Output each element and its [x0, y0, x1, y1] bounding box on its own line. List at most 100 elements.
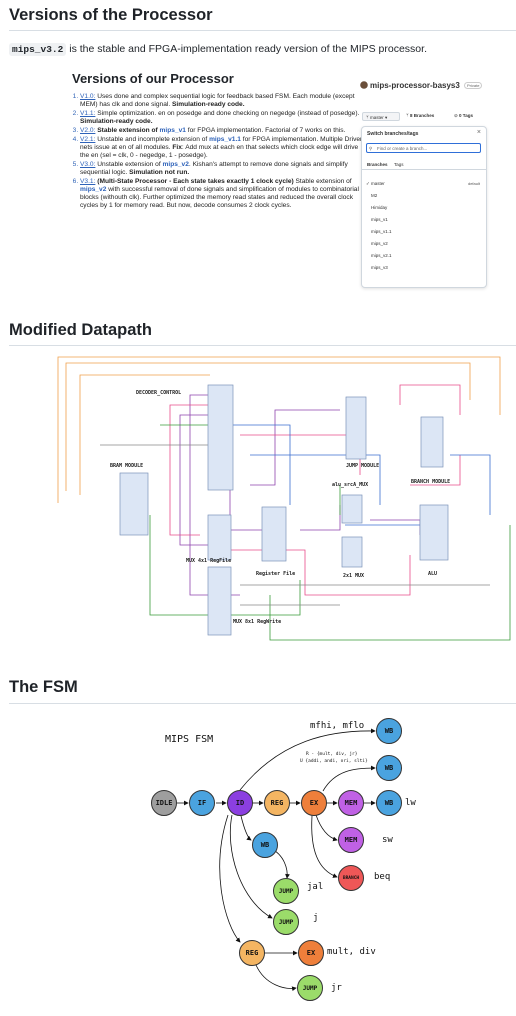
state-reg-mult: REG: [239, 940, 265, 966]
state-wb-mfhi: WB: [376, 718, 402, 744]
repo-name[interactable]: mips-processor-basys3: [370, 81, 460, 90]
heading-divider: [9, 703, 516, 704]
version-link[interactable]: V1.0:: [80, 93, 96, 100]
heading-divider: [9, 345, 516, 346]
tag-icon: ⊘: [454, 113, 460, 118]
state-wb-lw: WB: [376, 790, 402, 816]
version-item: V1.0: Uses done and complex sequential l…: [80, 93, 365, 109]
branch-item[interactable]: master: [371, 181, 385, 186]
repo-avatar-icon: [360, 81, 368, 89]
branch-item[interactable]: mips_v2.1: [371, 253, 392, 258]
branch-link[interactable]: mips_v1: [159, 126, 186, 134]
version-link[interactable]: V3.1:: [80, 177, 96, 185]
state-mem-sw: MEM: [338, 827, 364, 853]
intro-paragraph: mips_v3.2 is the stable and FPGA-impleme…: [9, 43, 427, 56]
branch-search-input[interactable]: ⚲Find or create a branch...: [366, 143, 481, 153]
tags-count[interactable]: ⊘ 0 Tags: [454, 113, 473, 118]
tab-branches[interactable]: Branches: [367, 162, 388, 167]
branch-select-button[interactable]: ᛘ master ▾: [362, 112, 400, 121]
decoder-label: DECODER_CONTROL: [136, 390, 182, 396]
branch-item[interactable]: mips_v3: [371, 265, 388, 270]
version-link[interactable]: V2.1:: [80, 135, 96, 143]
alu-block: [419, 504, 449, 561]
fsm-label-itype: U {addi, andi, ori, slti}: [300, 759, 368, 764]
fsm-label-jal: jal: [307, 882, 324, 892]
branch-tabs: Branches Tags: [362, 160, 486, 170]
mux8-label: MUX 8x1 RegWrite: [233, 619, 282, 625]
switch-title: Switch branches/tags: [367, 131, 419, 137]
version-item: V3.0: Unstable extension of mips_v2. Kis…: [80, 161, 365, 177]
alu-label: ALU: [428, 571, 438, 577]
regfile-block: [261, 506, 287, 562]
state-ex-mult: EX: [298, 940, 324, 966]
state-jump-j: JUMP: [273, 909, 299, 935]
fsm-label-sw: sw: [382, 835, 393, 845]
github-branch-panel: mips-processor-basys3 Private ᛘ master ▾…: [358, 77, 487, 289]
fsm-label-rtype: R - {mult, div, jr}: [306, 752, 358, 757]
datapath-heading: Modified Datapath: [9, 321, 152, 339]
version-code: mips_v3.2: [9, 43, 67, 56]
branch-link[interactable]: mips_v2: [80, 185, 107, 193]
versions-list: V1.0: Uses done and complex sequential l…: [66, 93, 365, 211]
state-wb-jal: WB: [252, 832, 278, 858]
jump-block: [345, 396, 367, 460]
versions-image-title: Versions of our Processor: [72, 71, 234, 86]
state-ex: EX: [301, 790, 327, 816]
heading-divider: [9, 30, 516, 31]
branch-link[interactable]: mips_v2: [162, 160, 189, 168]
jump-label: JUMP MODULE: [346, 463, 380, 469]
mux8-block: [207, 566, 232, 636]
mux4-block: [207, 514, 232, 561]
alu-src-block: [341, 494, 363, 524]
check-icon: ✓: [366, 181, 370, 186]
tab-tags[interactable]: Tags: [394, 162, 404, 167]
version-item: V2.0: Stable extension of mips_v1 for FP…: [80, 127, 365, 135]
alu-src-label: alu_srcA_MUX: [332, 482, 369, 488]
intro-text: is the stable and FPGA-implementation re…: [66, 43, 427, 55]
fsm-label-jr: jr: [331, 983, 342, 993]
branch-icon: ᛘ: [406, 113, 410, 118]
datapath-diagram: [57, 356, 511, 641]
branch-link[interactable]: mips_v1.1: [209, 135, 241, 143]
mux2-label: 2x1 MUX: [343, 573, 365, 579]
fsm-label-beq: beq: [374, 872, 391, 882]
fsm-label-j: j: [313, 913, 319, 923]
search-icon: ⚲: [369, 146, 373, 151]
branch-block: [420, 416, 444, 468]
mux4-label: MUX 4x1 RegFile: [186, 558, 232, 564]
fsm-title: MIPS FSM: [165, 734, 214, 745]
close-icon[interactable]: ×: [476, 129, 481, 136]
branch-dropdown: Switch branches/tags × ⚲Find or create a…: [361, 126, 487, 288]
state-jump-jr: JUMP: [297, 975, 323, 1001]
state-jump-jal: JUMP: [273, 878, 299, 904]
branch-item[interactable]: mips_v1.1: [371, 229, 392, 234]
regfile-label: Register File: [256, 571, 296, 577]
branch-item[interactable]: mips_v2: [371, 241, 388, 246]
branch-label: BRANCH MODULE: [411, 479, 451, 485]
branch-item[interactable]: M2: [371, 193, 378, 198]
branch-icon: ᛘ: [366, 115, 370, 120]
fsm-label-lw: lw: [405, 798, 416, 808]
branch-item[interactable]: mips_v1: [371, 217, 388, 222]
branches-count[interactable]: ᛘ 8 Branches: [406, 113, 435, 118]
default-badge: default: [467, 181, 480, 186]
fsm-heading: The FSM: [9, 678, 78, 696]
version-link[interactable]: V3.0:: [80, 160, 96, 168]
version-item: V3.1: (Multi-State Processor - Each stat…: [80, 178, 365, 211]
state-idle: IDLE: [151, 790, 177, 816]
version-item: V2.1: Unstable and incomplete extension …: [80, 136, 365, 161]
state-id: ID: [227, 790, 253, 816]
version-link[interactable]: V1.1:: [80, 109, 96, 117]
state-branch: BRANCH: [338, 865, 364, 891]
decoder-block: [207, 384, 234, 491]
bram-block: [119, 472, 149, 536]
mux2-block: [341, 536, 363, 568]
version-link[interactable]: V2.0:: [80, 126, 96, 134]
visibility-badge: Private: [464, 82, 483, 89]
state-wb-rtype: WB: [376, 755, 402, 781]
branch-item[interactable]: Himiday: [371, 205, 388, 210]
fsm-label-mfhi: mfhi, mflo: [310, 721, 365, 731]
version-item: V1.1: Simple optimization. en on posedge…: [80, 110, 365, 126]
fsm-label-multdiv: mult, div: [327, 947, 376, 957]
